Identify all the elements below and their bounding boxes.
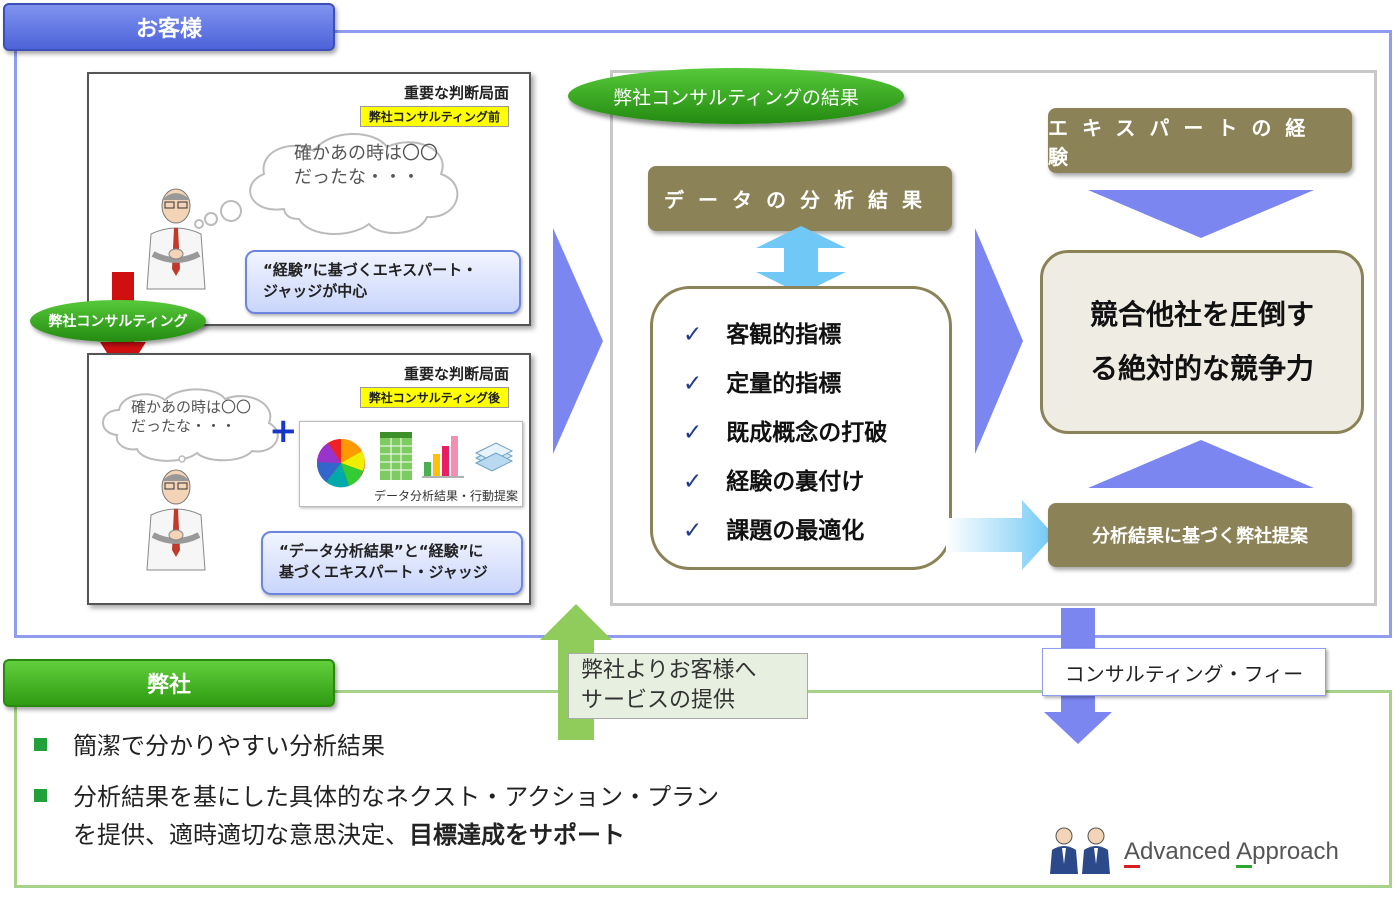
check-label: 客観的指標 [726, 322, 842, 348]
company-bullet-2-continued: を提供、適時適切な意思決定、目標達成をサポート [73, 816, 625, 854]
fee-label-box: コンサルティング・フィー [1042, 648, 1326, 696]
data-analysis-label: データの分析結果 [664, 188, 936, 212]
company-bullet-2: 分析結果を基にした具体的なネクスト・アクション・プラン [34, 778, 719, 816]
before-thought-text: 確かあの時は〇〇 だったな・・・ [294, 142, 438, 190]
check-item-optimization: ✓ 課題の最適化 [683, 511, 864, 545]
proposal-label: 分析結果に基づく弊社提案 [1092, 526, 1308, 547]
after-panel-title: 重要な判断局面 [403, 365, 509, 383]
before-panel-title: 重要な判断局面 [403, 84, 509, 102]
company-tab: 弊社 [3, 659, 335, 707]
after-thought-line2: だったな・・・ [131, 417, 237, 435]
check-icon: ✓ [683, 518, 703, 544]
advanced-approach-logo: Advanced Approach [1124, 838, 1339, 868]
check-label: 定量的指標 [726, 371, 842, 397]
check-icon: ✓ [683, 469, 703, 495]
logo-text2: pproach [1252, 838, 1339, 865]
results-badge: 弊社コンサルティングの結果 [568, 68, 904, 124]
report-thumbnail: データ分析結果・行動提案 [299, 421, 523, 507]
up-triangle-icon [1088, 440, 1314, 488]
bidirectional-arrow-icon [756, 226, 846, 294]
before-thought-line2: だったな・・・ [294, 167, 420, 188]
service-label-box: 弊社よりお客様へ サービスの提供 [568, 653, 808, 719]
check-icon: ✓ [683, 420, 703, 446]
check-label: 課題の最適化 [726, 518, 865, 544]
bullet-square-icon [34, 738, 47, 751]
check-item-backing: ✓ 経験の裏付け [683, 462, 864, 496]
check-label: 経験の裏付け [726, 469, 865, 495]
company-bullet-1: 簡潔で分かりやすい分析結果 [34, 727, 385, 765]
after-judgement-note: “データ分析結果”と“経験”に 基づくエキスパート・ジャッジ [261, 531, 523, 595]
expert-experience-box: エキスパートの経験 [1048, 108, 1352, 173]
bar-graph-icon [422, 436, 464, 478]
before-consulting-panel: 重要な判断局面 弊社コンサルティング前 確かあの時は〇〇 だったな・・・ “経験… [87, 72, 531, 326]
businessman-icon [146, 188, 206, 290]
pie-chart-icon [316, 438, 365, 488]
check-item-quantitative: ✓ 定量的指標 [683, 364, 841, 398]
flow-right-arrow-icon [553, 228, 603, 454]
bullet2-line2-bold: 目標達成をサポート [409, 821, 625, 849]
advantage-line2: る絶対的な競争力 [1089, 352, 1314, 385]
results-badge-label: 弊社コンサルティングの結果 [613, 86, 859, 109]
small-thought-cloud-icon [102, 388, 279, 463]
consultants-logo-icon [1050, 827, 1110, 874]
before-thought-line1: 確かあの時は〇〇 [294, 143, 438, 164]
checklist-box: ✓ 客観的指標 ✓ 定量的指標 ✓ 既成概念の打破 ✓ 経験の裏付け ✓ 課題の最適化 [650, 286, 952, 570]
documents-icon [474, 442, 514, 472]
center-right-arrow-icon [975, 228, 1023, 454]
proposal-right-arrow-icon [946, 500, 1054, 570]
service-line1: 弊社よりお客様へ [581, 658, 757, 683]
consulting-badge-label: 弊社コンサルティング [48, 314, 188, 330]
check-icon: ✓ [683, 371, 703, 397]
check-item-breakthrough: ✓ 既成概念の打破 [683, 413, 887, 447]
businessman-icon [146, 469, 206, 571]
fee-label: コンサルティング・フィー [1064, 661, 1304, 686]
customer-tab-label: お客様 [135, 17, 202, 42]
customer-frame [14, 30, 1392, 638]
report-caption: データ分析結果・行動提案 [373, 489, 518, 503]
after-consulting-tag: 弊社コンサルティング後 [359, 387, 509, 408]
plus-sign: + [269, 411, 298, 451]
before-judgement-note: “経験”に基づくエキスパート・ ジャッジが中心 [245, 250, 521, 314]
expert-experience-label: エキスパートの経験 [1048, 115, 1320, 169]
before-note-line2: ジャッジが中心 [263, 282, 368, 300]
consulting-badge: 弊社コンサルティング [30, 300, 206, 342]
check-item-objective: ✓ 客観的指標 [683, 315, 841, 349]
checklist-items: ✓ 客観的指標 ✓ 定量的指標 ✓ 既成概念の打破 ✓ 経験の裏付け ✓ 課題の最適化 [683, 315, 943, 555]
competitive-advantage-box: 競合他社を圧倒す る絶対的な競争力 [1040, 250, 1364, 434]
check-label: 既成概念の打破 [726, 420, 888, 446]
thought-cloud-icon [194, 133, 459, 235]
customer-tab: お客様 [3, 3, 335, 51]
check-icon: ✓ [683, 322, 703, 348]
bullet-square-icon [34, 789, 47, 802]
data-analysis-box: データの分析結果 [648, 166, 952, 231]
proposal-box: 分析結果に基づく弊社提案 [1048, 503, 1352, 567]
logo-text1: dvanced [1140, 838, 1237, 865]
spreadsheet-icon [380, 432, 412, 480]
logo-a2: A [1236, 838, 1253, 868]
after-thought-line1: 確かあの時は〇〇 [131, 398, 252, 416]
down-triangle-icon [1088, 190, 1314, 238]
bullet2-line2-plain: を提供、適時適切な意思決定、 [73, 821, 409, 849]
service-line2: サービスの提供 [581, 688, 736, 713]
bullet2-line1: 分析結果を基にした具体的なネクスト・アクション・プラン [73, 783, 720, 811]
before-note-line1: “経験”に基づくエキスパート・ [263, 261, 478, 279]
after-consulting-panel: 重要な判断局面 弊社コンサルティング後 確かあの時は〇〇 だったな・・・ + [87, 353, 531, 605]
after-note-line1: “データ分析結果”と“経験”に [279, 542, 484, 560]
company-tab-label: 弊社 [146, 673, 191, 698]
advantage-line1: 競合他社を圧倒す [1089, 298, 1314, 331]
logo-a1: A [1124, 838, 1141, 868]
before-consulting-tag: 弊社コンサルティング前 [359, 106, 509, 127]
after-thought-text: 確かあの時は〇〇 だったな・・・ [131, 398, 251, 436]
bullet1-text: 簡潔で分かりやすい分析結果 [73, 732, 385, 760]
after-note-line2: 基づくエキスパート・ジャッジ [279, 563, 488, 581]
